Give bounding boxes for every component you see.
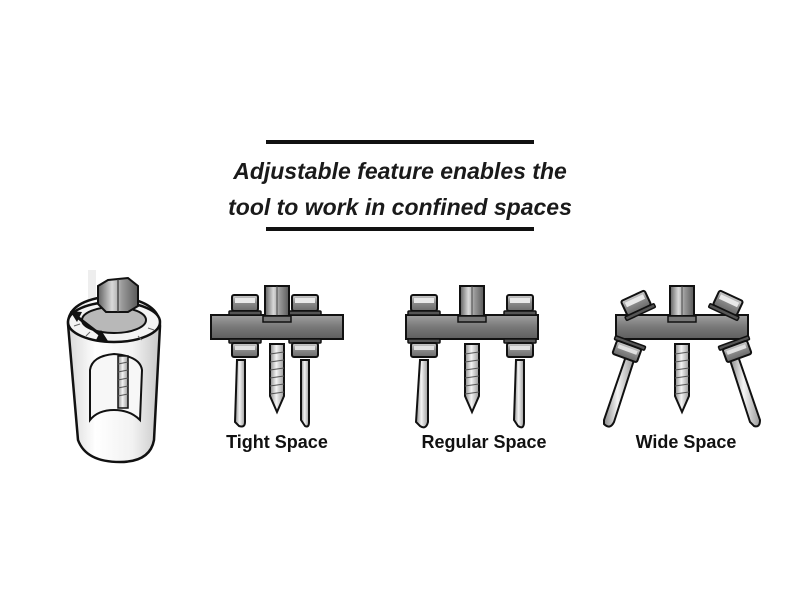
headline-line-1: Adjustable feature enables the — [233, 158, 567, 184]
wide-space-puller — [603, 285, 762, 428]
regular-space-puller — [405, 285, 539, 429]
caption-tight-space: Tight Space — [226, 432, 328, 452]
caption-wide-space: Wide Space — [635, 432, 737, 452]
caption-regular-space: Regular Space — [421, 432, 547, 452]
adjust-arrow-icon — [70, 311, 108, 341]
tight-space-puller — [210, 285, 344, 428]
puller-body-illustration — [66, 270, 162, 464]
headline-line-2: tool to work in confined spaces — [228, 194, 572, 220]
bottom-rule — [266, 227, 534, 231]
top-rule — [266, 140, 534, 144]
